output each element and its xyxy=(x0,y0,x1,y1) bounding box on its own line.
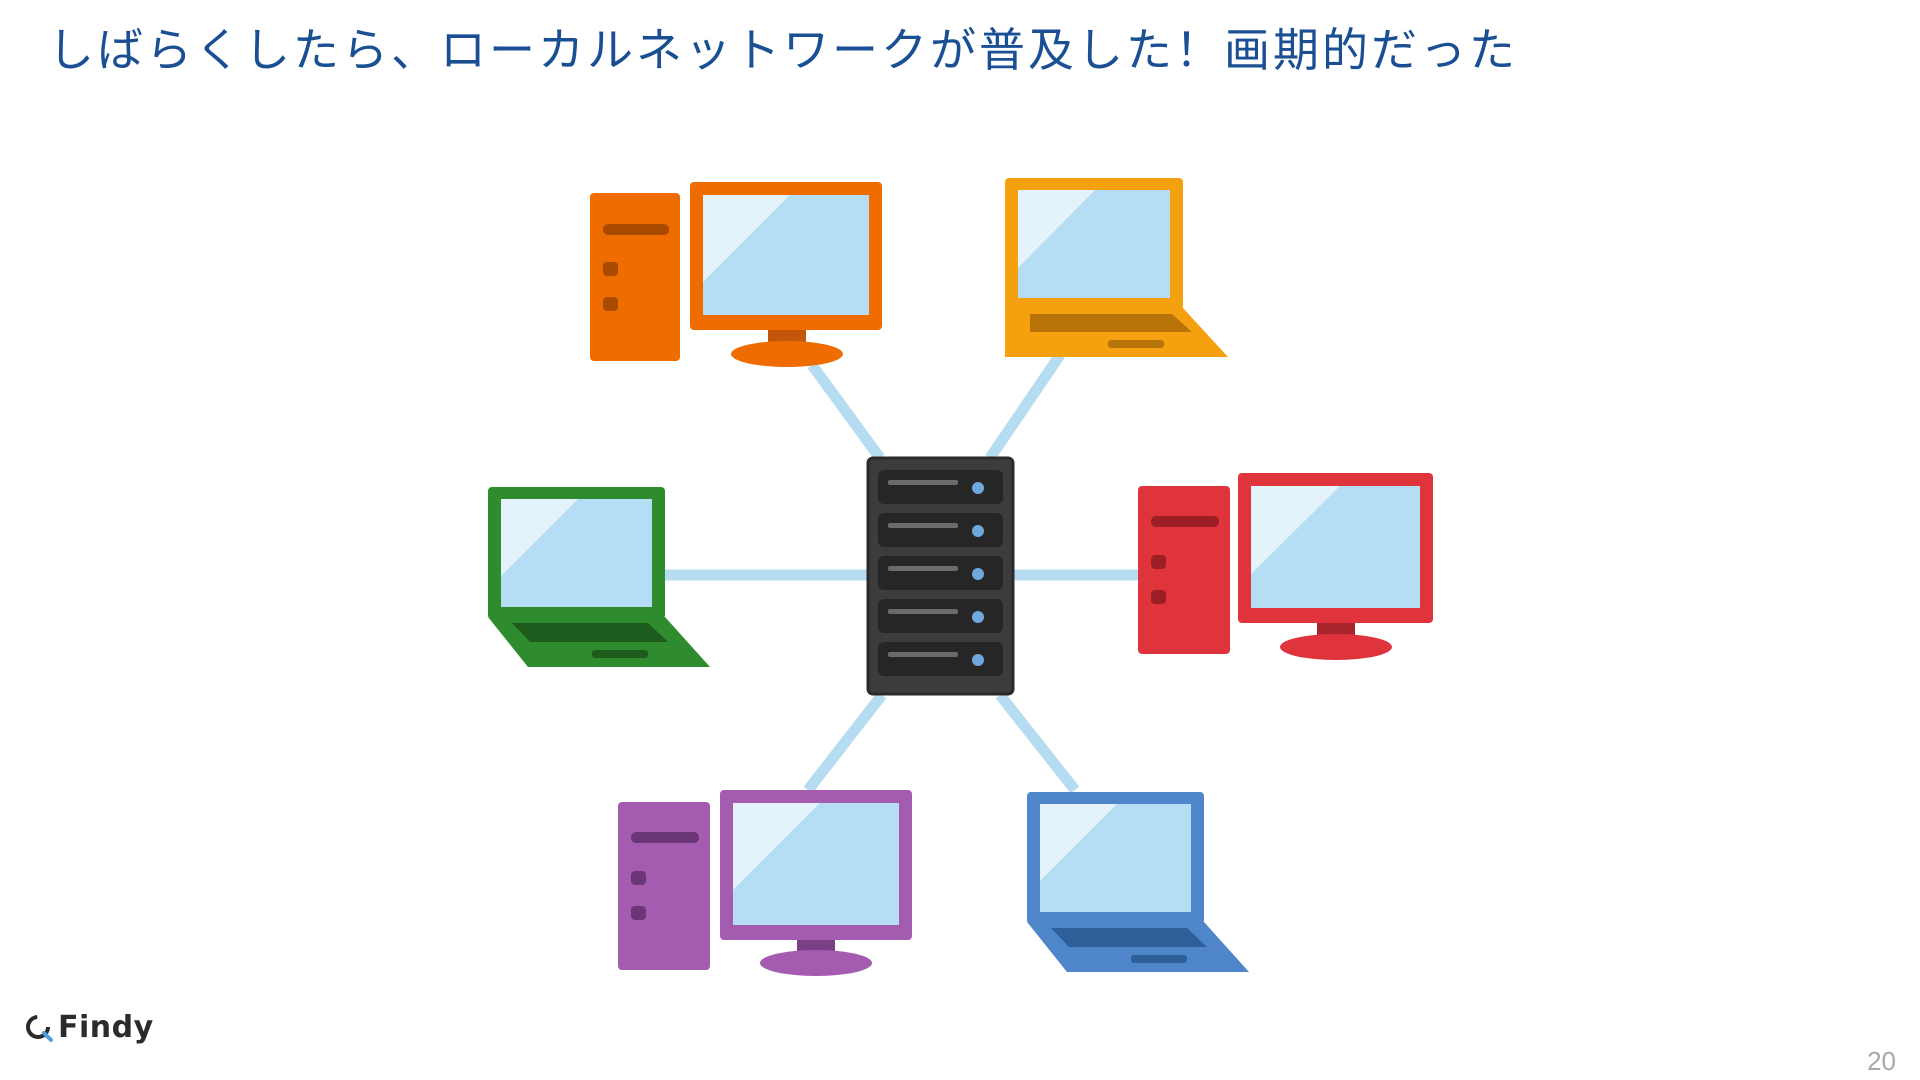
red-desktop-pc-icon xyxy=(1138,473,1433,660)
cable-orange-pc xyxy=(807,361,885,462)
green-laptop-icon xyxy=(488,487,710,667)
findy-logo-icon xyxy=(26,1014,53,1042)
orange-desktop-pc-icon xyxy=(590,182,882,367)
logo-text: Findy xyxy=(58,1010,154,1045)
page-number: 20 xyxy=(1867,1046,1896,1076)
blue-laptop-icon xyxy=(1027,792,1249,972)
findy-logo: Findy xyxy=(24,1010,154,1045)
cable-purple-pc xyxy=(803,691,887,794)
cable-yellow-laptop xyxy=(985,351,1065,462)
server-rack-icon xyxy=(866,456,1015,696)
cable-blue-laptop xyxy=(995,691,1080,794)
slide-title: しばらくしたら、ローカルネットワークが普及した！画期的だった xyxy=(48,23,1518,77)
yellow-laptop-icon xyxy=(1005,178,1228,357)
network-cables xyxy=(663,351,1140,794)
purple-desktop-pc-icon xyxy=(618,790,912,976)
